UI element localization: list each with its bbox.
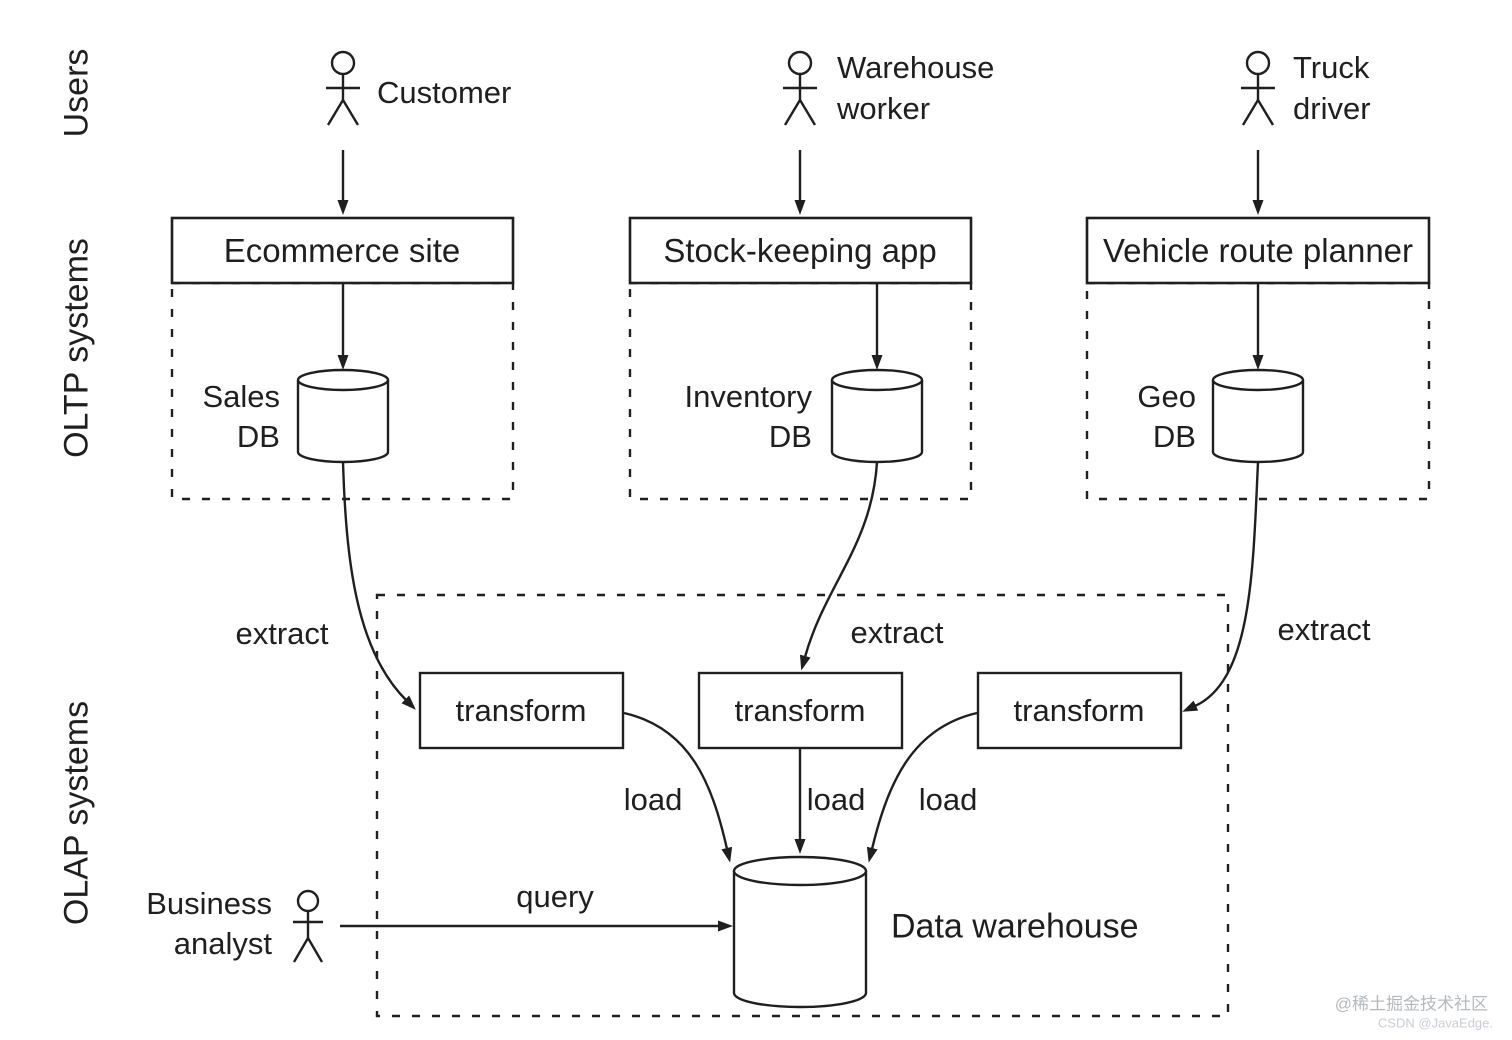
arrow-extract-sales (341, 461, 416, 710)
extract-label-right: extract (1277, 612, 1371, 647)
load-label-right: load (918, 782, 978, 817)
ecommerce-site-label: Ecommerce site (223, 232, 461, 269)
transform-box-3 (976, 671, 1183, 750)
arrow-extract-inventory (799, 461, 879, 671)
ecommerce-site-box (170, 216, 515, 285)
transform-label-1: transform (455, 693, 587, 728)
load-label-middle: load (806, 782, 866, 817)
warehouse-worker-label-line1: Warehouse (837, 50, 995, 85)
truck-driver-label: Truck driver (1293, 47, 1371, 129)
arrow-extract-geo (1182, 461, 1260, 712)
vehicle-route-planner-label: Vehicle route planner (1102, 232, 1414, 269)
watermark-csdn: CSDN @JavaEdge. (1377, 1015, 1493, 1031)
arrow-load-left (623, 711, 733, 863)
vehicle-route-planner-box (1085, 216, 1431, 285)
oltp-boundary-inventory (628, 281, 973, 501)
extract-label-left: extract (235, 616, 329, 651)
stock-keeping-app-label: Stock-keeping app (663, 232, 937, 269)
sales-db-cylinder-icon (296, 368, 390, 464)
data-warehouse-cylinder-icon (732, 855, 868, 1009)
transform-box-2 (697, 671, 904, 750)
warehouse-worker-label-line2: worker (837, 91, 931, 126)
truck-driver-person-icon (1241, 50, 1275, 126)
data-warehouse-label: Data warehouse (891, 907, 1139, 946)
load-label-left: load (623, 782, 683, 817)
inventory-db-label: Inventory DB (684, 377, 812, 457)
business-analyst-person-icon (292, 889, 324, 963)
geo-db-label-line1: Geo (1137, 379, 1196, 414)
truck-driver-label-line2: driver (1293, 91, 1371, 126)
business-analyst-label-line1: Business (146, 886, 272, 921)
query-label: query (516, 879, 594, 914)
inventory-db-label-line2: DB (768, 419, 812, 454)
sales-db-label-line1: Sales (202, 379, 280, 414)
customer-person-icon (326, 50, 360, 126)
extract-label-middle: extract (850, 615, 944, 650)
stock-keeping-app-box (628, 216, 973, 285)
olap-boundary (375, 593, 1230, 1018)
geo-db-label: Geo DB (1137, 377, 1196, 457)
oltp-boundary-geo (1085, 281, 1431, 501)
truck-driver-label-line1: Truck (1293, 50, 1370, 85)
warehouse-worker-label: Warehouse worker (837, 47, 994, 129)
sales-db-label: Sales DB (202, 377, 280, 457)
customer-label: Customer (377, 75, 512, 110)
geo-db-label-line2: DB (1152, 419, 1196, 454)
transform-label-3: transform (1013, 693, 1145, 728)
warehouse-worker-person-icon (783, 50, 817, 126)
inventory-db-label-line1: Inventory (684, 379, 812, 414)
geo-db-cylinder-icon (1211, 368, 1305, 464)
business-analyst-label: Business analyst (146, 884, 272, 964)
transform-box-1 (418, 671, 625, 750)
arrow-load-right (866, 711, 978, 863)
sales-db-label-line2: DB (236, 419, 280, 454)
lane-label-oltp-systems: OLTP systems (57, 238, 96, 458)
lane-label-users: Users (57, 48, 96, 138)
lane-label-olap-systems: OLAP systems (57, 700, 96, 926)
transform-label-2: transform (734, 693, 866, 728)
business-analyst-label-line2: analyst (173, 926, 272, 961)
inventory-db-cylinder-icon (830, 368, 924, 464)
oltp-boundary-sales (170, 281, 515, 501)
watermark-juejin: @稀土掘金技术社区 (1334, 994, 1488, 1014)
